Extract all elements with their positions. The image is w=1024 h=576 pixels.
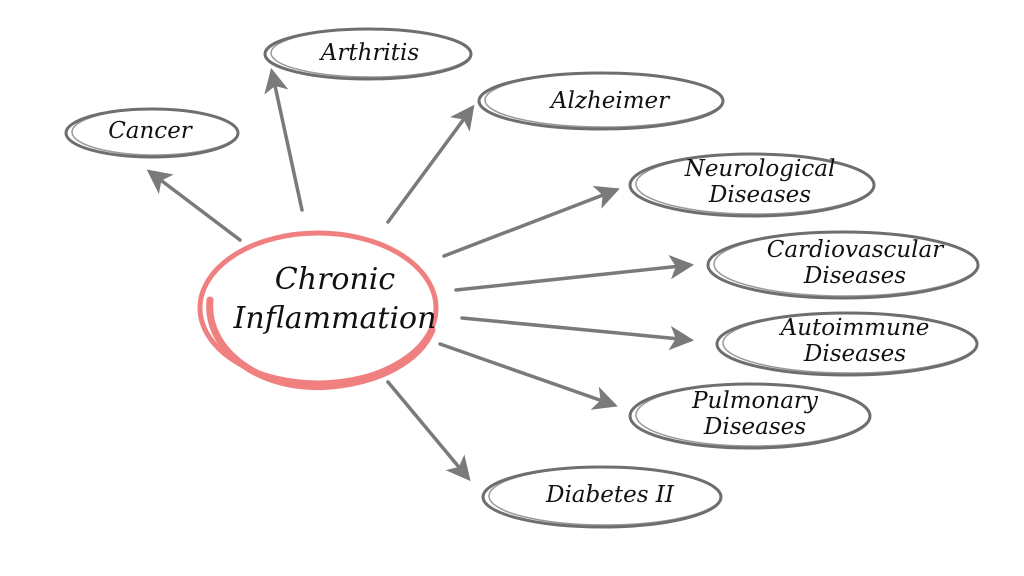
- node-cancer-line-1: Cancer: [108, 118, 192, 144]
- center-node-ring: [197, 230, 439, 391]
- node-diabetes-line-1: Diabetes II: [546, 482, 674, 508]
- node-cardiovascular-line-1: Cardiovascular: [766, 237, 944, 263]
- arrow-to-pulmonary: [438, 342, 618, 410]
- node-autoimmune-ellipse: [715, 311, 979, 377]
- center-ring-brush-stroke: [206, 296, 436, 391]
- node-cancer-ellipse: [64, 107, 240, 159]
- arrow-to-cancer: [146, 169, 242, 242]
- arrow-to-autoimmune: [460, 316, 695, 351]
- node-neurological-line-2: Diseases: [708, 182, 812, 209]
- node-cardiovascular-line-2: Diseases: [803, 263, 907, 290]
- arrow-to-neurological: [442, 185, 620, 258]
- node-autoimmune-label: Autoimmune Diseases: [735, 315, 975, 368]
- arrow-to-cardiovascular: [454, 254, 695, 292]
- arrows-layer: [146, 68, 695, 482]
- node-pulmonary-ellipse: [628, 382, 872, 450]
- center-node-label: Chronic Inflammation: [210, 260, 460, 338]
- node-neurological-ellipse: [628, 152, 876, 218]
- ellipses-layer: [64, 27, 980, 529]
- arrow-to-arthritis: [264, 68, 304, 212]
- center-label-line-2: Inflammation: [233, 301, 437, 336]
- node-arthritis-line-1: Arthritis: [320, 40, 420, 66]
- node-neurological-label: Neurological Diseases: [650, 156, 870, 209]
- node-autoimmune-line-1: Autoimmune: [780, 315, 930, 341]
- node-arthritis-label: Arthritis: [280, 40, 460, 66]
- node-alzheimer-label: Alzheimer: [500, 88, 720, 114]
- node-autoimmune-line-2: Diseases: [803, 341, 907, 368]
- node-cardiovascular-label: Cardiovascular Diseases: [730, 237, 980, 290]
- node-arthritis-ellipse: [263, 27, 473, 81]
- node-cancer-label: Cancer: [70, 118, 230, 144]
- node-alzheimer-line-1: Alzheimer: [550, 88, 670, 114]
- node-alzheimer-ellipse: [477, 71, 725, 131]
- node-cardiovascular-ellipse: [706, 230, 980, 300]
- arrow-to-diabetes: [386, 380, 471, 482]
- center-ring-outer: [197, 230, 439, 386]
- node-neurological-line-1: Neurological: [684, 156, 836, 182]
- node-pulmonary-label: Pulmonary Diseases: [645, 388, 865, 441]
- node-pulmonary-line-1: Pulmonary: [692, 388, 818, 414]
- node-diabetes-ellipse: [481, 465, 723, 529]
- center-label-line-1: Chronic: [274, 262, 396, 297]
- node-pulmonary-line-2: Diseases: [703, 414, 807, 441]
- node-diabetes-label: Diabetes II: [500, 482, 720, 508]
- arrow-to-alzheimer: [386, 104, 475, 224]
